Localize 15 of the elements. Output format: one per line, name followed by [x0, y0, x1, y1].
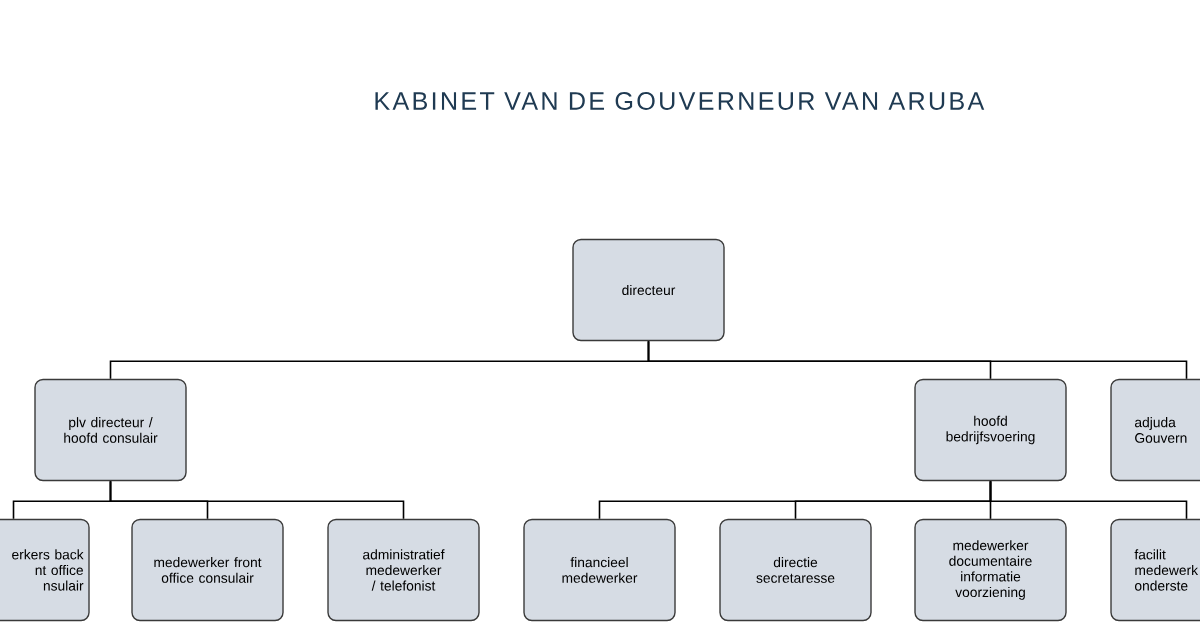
org-box: administratief medewerker / telefonist [327, 518, 480, 622]
org-box: directeur [572, 238, 725, 342]
org-box: plv directeur / hoofd consulair [34, 378, 187, 482]
org-box: adjuda Gouvern [1110, 378, 1200, 482]
org-box: medewerker front office consulair [131, 518, 284, 622]
connector-line [989, 480, 1188, 520]
connector-line [647, 340, 1188, 380]
connector-line [109, 480, 405, 520]
org-box: financieel medewerker [523, 518, 676, 622]
org-box: erkers back nt office nsulair [0, 518, 90, 622]
org-box: facilit medewerk onderste [1110, 518, 1200, 622]
org-box: medewerker documentaire informatie voorziening [914, 518, 1067, 622]
org-box: directie secretaresse [719, 518, 872, 622]
heading: KABINET VAN DE GOUVERNEUR VAN ARUBA [375, 92, 985, 110]
org-box: hoofd bedrijfsvoering [914, 378, 1067, 482]
